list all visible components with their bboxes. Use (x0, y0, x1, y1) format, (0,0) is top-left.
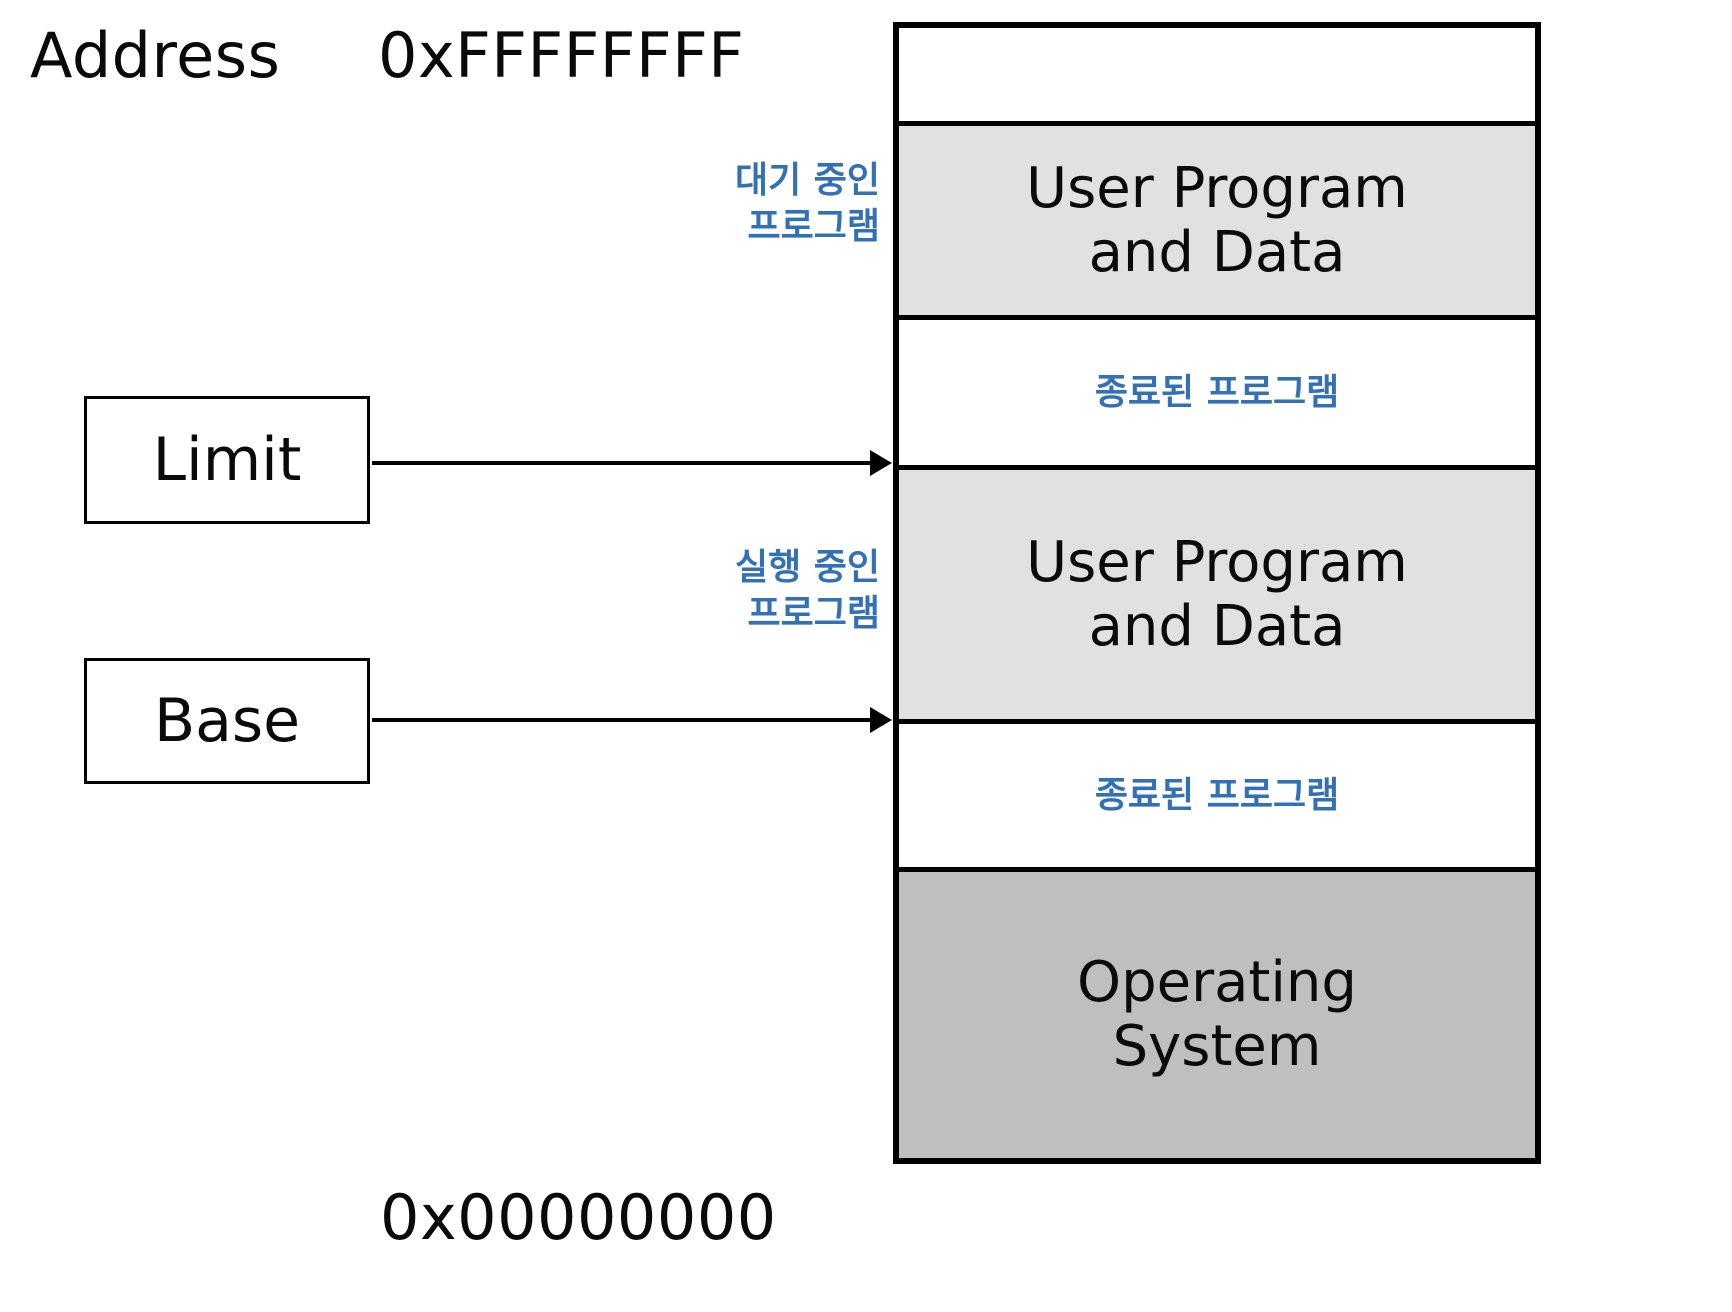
memory-segment-terminated-lower: 종료된 프로그램 (899, 724, 1535, 872)
memory-segment-user-program-lower: User Program and Data (899, 470, 1535, 724)
limit-arrow-head-icon (870, 450, 892, 476)
limit-arrow-line (372, 461, 882, 465)
base-register-label: Base (153, 686, 301, 756)
memory-segment-free-top (899, 28, 1535, 126)
base-register-box[interactable]: Base (84, 658, 370, 784)
memory-segment-terminated-lower-label: 종료된 프로그램 (1094, 774, 1340, 816)
memory-segment-terminated-middle: 종료된 프로그램 (899, 320, 1535, 470)
annotation-running-program: 실행 중인 프로그램 (734, 547, 880, 634)
address-bottom-value: 0x00000000 (380, 1181, 777, 1254)
memory-column: User Program and Data 종료된 프로그램 User Prog… (893, 22, 1541, 1164)
memory-segment-user-program-upper: User Program and Data (899, 126, 1535, 320)
address-label: Address (30, 19, 281, 92)
limit-register-label: Limit (152, 425, 302, 495)
memory-segment-operating-system: Operating System (899, 872, 1535, 1158)
memory-segment-operating-system-label: Operating System (1077, 950, 1357, 1079)
annotation-waiting-program: 대기 중인 프로그램 (734, 160, 880, 247)
memory-segment-user-program-lower-label: User Program and Data (1026, 529, 1408, 659)
address-top-value: 0xFFFFFFFF (378, 19, 745, 92)
base-arrow-line (372, 718, 882, 722)
memory-segment-terminated-middle-label: 종료된 프로그램 (1094, 371, 1340, 413)
base-arrow-head-icon (870, 707, 892, 733)
limit-register-box[interactable]: Limit (84, 396, 370, 524)
memory-segment-user-program-upper-label: User Program and Data (1026, 155, 1408, 285)
